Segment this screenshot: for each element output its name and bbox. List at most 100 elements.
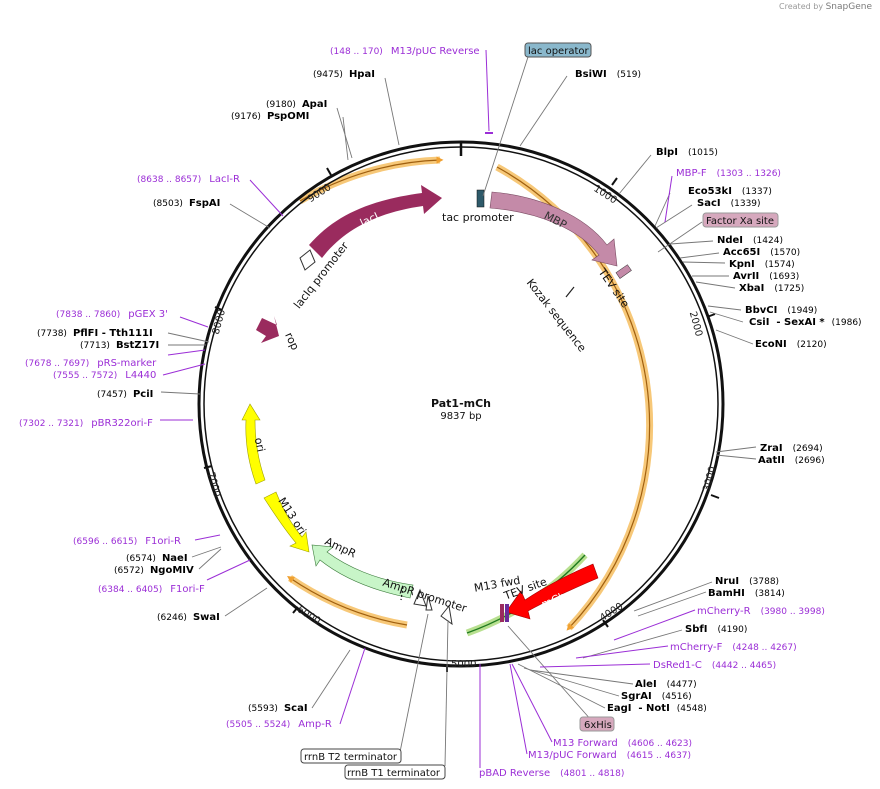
feature-kozak-mark[interactable] — [565, 286, 575, 298]
feature-rrnb-t2[interactable] — [425, 595, 433, 611]
feature-tev-site-1[interactable] — [615, 264, 632, 279]
site-pflfi-pos: (7738) — [37, 329, 67, 339]
site-ngomiv-name: NgoMIV — [150, 565, 194, 576]
rrnbt2-box[interactable] — [300, 748, 402, 764]
leader-bbvci — [707, 305, 742, 311]
site-swai[interactable]: (6246)SwaI — [157, 612, 220, 623]
feature-rop-arrow[interactable] — [256, 316, 279, 343]
site-csii[interactable]: CsiI - SexAI *(1986) — [749, 317, 862, 328]
site-csii-pos: (1986) — [832, 318, 862, 328]
site-avrii[interactable]: AvrII(1693) — [733, 271, 799, 282]
primer-f1ori-f[interactable]: (6384 .. 6405)F1ori-F — [98, 584, 205, 595]
site-acc65i-name: Acc65I — [723, 247, 760, 258]
primer-dsred1c[interactable]: DsRed1-C(4442 .. 4465) — [653, 660, 776, 671]
site-apai[interactable]: (9180)ApaI — [266, 99, 327, 110]
site-saci-name: SacI — [697, 198, 721, 209]
his-box[interactable] — [579, 716, 615, 732]
leader-lacop — [482, 56, 529, 197]
primer-mcherry-f[interactable]: mCherry-F(4248 .. 4267) — [670, 642, 797, 653]
site-hpai[interactable]: (9475)HpaI — [313, 69, 375, 80]
site-pspomi[interactable]: (9176)PspOMI — [231, 111, 309, 122]
site-alei-name: AleI — [635, 679, 657, 690]
primer-pbr322[interactable]: (7302 .. 7321)pBR322ori-F — [19, 418, 153, 429]
primer-mbp-f[interactable]: MBP-F(1303 .. 1326) — [676, 168, 781, 179]
primer-f1ori-r[interactable]: (6596 .. 6615)F1ori-R — [73, 536, 181, 547]
tick-label-8000: 8000 — [211, 308, 228, 335]
primer-line-m13fwd — [511, 663, 553, 743]
site-sgrai[interactable]: SgrAI(4516) — [621, 691, 692, 702]
primer-pgex3[interactable]: (7838 .. 7860)pGEX 3' — [56, 309, 168, 320]
tick-1000 — [611, 177, 618, 186]
feature-rrnb-t1[interactable] — [440, 604, 453, 626]
site-apai-name: ApaI — [302, 99, 327, 110]
site-nrui[interactable]: NruI(3788) — [715, 576, 779, 587]
site-xbai-pos: (1725) — [774, 284, 804, 294]
feature-his-tag[interactable] — [505, 604, 509, 622]
site-ngomiv[interactable]: (6572)NgoMIV — [114, 565, 194, 576]
feature-ampr-arrow[interactable] — [311, 544, 414, 599]
site-eco53ki[interactable]: Eco53kI(1337) — [688, 186, 772, 197]
site-xbai-name: XbaI — [739, 283, 764, 294]
primer-ampr[interactable]: (5505 .. 5524)Amp-R — [226, 719, 332, 730]
primer-mbp-f-name: MBP-F — [676, 168, 707, 179]
factor-xa-box[interactable] — [702, 212, 779, 228]
primer-laci-r[interactable]: (8638 .. 8657)LacI-R — [137, 174, 240, 185]
site-bstz17i[interactable]: (7713)BstZ17I — [80, 340, 159, 351]
orf-arc-mbp-line — [496, 166, 651, 631]
feature-tac-promoter[interactable] — [476, 189, 485, 208]
feature-tev-site-2[interactable] — [500, 604, 504, 622]
site-xbai[interactable]: XbaI (1725) — [739, 283, 804, 294]
site-ndei[interactable]: NdeI(1424) — [717, 235, 783, 246]
primer-m13puc-rev[interactable]: (148 .. 170)M13/pUC Reverse — [330, 46, 480, 57]
feature-mbp-arrow[interactable] — [489, 191, 618, 267]
site-bbvci-name: BbvCI — [745, 305, 777, 316]
primer-line-m13puc-rev — [485, 49, 490, 132]
feature-ampr-promoter[interactable] — [413, 588, 427, 607]
primer-pbad[interactable]: pBAD Reverse(4801 .. 4818) — [479, 768, 624, 779]
primer-line-l4440 — [162, 363, 206, 376]
site-bsiwi[interactable]: BsiWI(519) — [575, 69, 641, 80]
site-naei[interactable]: (6574)NaeI — [126, 553, 188, 564]
lac-operator-box[interactable] — [524, 42, 592, 58]
primer-leaders — [160, 49, 696, 768]
site-acc65i[interactable]: Acc65I(1570) — [723, 247, 800, 258]
site-blpi[interactable]: BlpI(1015) — [656, 147, 718, 158]
site-zrai[interactable]: ZraI(2694) — [760, 443, 823, 454]
primer-m13puc-fwd-pos: (4615 .. 4637) — [627, 751, 691, 761]
primer-m13puc-fwd[interactable]: M13/pUC Forward (4615 .. 4637) — [528, 750, 691, 761]
site-aatii[interactable]: AatII(2696) — [758, 455, 825, 466]
leader-eco53ki — [654, 192, 671, 227]
primer-mcherry-f-pos: (4248 .. 4267) — [732, 643, 796, 653]
site-alei[interactable]: AleI(4477) — [635, 679, 697, 690]
feature-mcherry-arrow[interactable] — [505, 563, 599, 620]
site-sbfi[interactable]: SbfI(4190) — [685, 624, 747, 635]
site-scai[interactable]: (5593)ScaI — [248, 703, 308, 714]
primer-m13fwd[interactable]: M13 Forward(4606 .. 4623) — [553, 738, 692, 749]
site-kpni[interactable]: KpnI(1574) — [729, 259, 795, 270]
feature-laciq-promoter[interactable] — [299, 249, 316, 271]
feature-laci-arrow[interactable] — [309, 185, 442, 258]
site-eagi[interactable]: EagI - NotI(4548) — [607, 703, 707, 714]
brand-created-by: Created by — [779, 2, 824, 11]
rrnbt1-box[interactable] — [344, 764, 446, 780]
primer-mcherry-r[interactable]: mCherry-R(3980 .. 3998) — [697, 606, 825, 617]
site-pcii[interactable]: (7457)PciI — [97, 389, 153, 400]
feature-ori-arrow[interactable] — [241, 403, 266, 485]
site-kpni-name: KpnI — [729, 259, 755, 270]
plasmid-name: Pat1-mCh — [431, 397, 491, 410]
primer-m13fwd-name: M13 Forward — [553, 738, 618, 749]
site-pflfi[interactable]: (7738)PflFI - Tth111I — [37, 328, 153, 339]
site-saci[interactable]: SacI (1339) — [697, 198, 761, 209]
boxed-labels: lac operator Factor Xa site 6xHis rrnB T… — [300, 42, 779, 780]
site-fspai[interactable]: (8503)FspAI — [153, 198, 220, 209]
primer-prs[interactable]: (7678 .. 7697)pRS-marker — [25, 358, 157, 369]
leader-blpi — [618, 154, 652, 195]
site-bamhi[interactable]: BamHI(3814) — [708, 588, 785, 599]
site-bbvci[interactable]: BbvCI(1949) — [745, 305, 817, 316]
primer-l4440[interactable]: (7555 .. 7572)L4440 — [53, 370, 156, 381]
tick-label-6000: 6000 — [295, 604, 322, 627]
site-econi[interactable]: EcoNI(2120) — [755, 339, 827, 350]
primer-m13puc-fwd-name: M13/pUC Forward — [528, 750, 617, 761]
site-saci-pos: (1339) — [731, 199, 761, 209]
feature-m13-ori-arrow[interactable] — [263, 491, 310, 553]
